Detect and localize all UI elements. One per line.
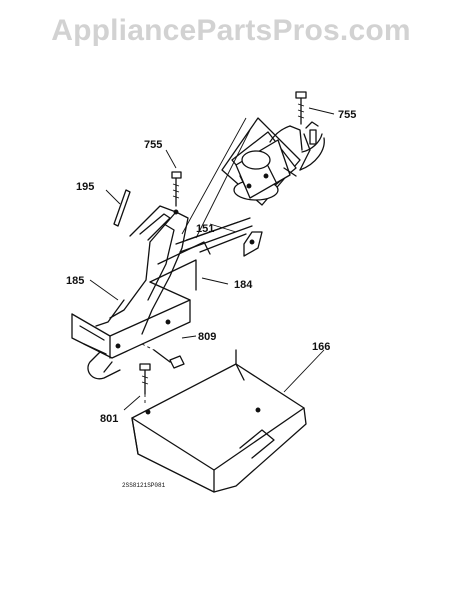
screw-755-left bbox=[171, 171, 182, 207]
callout-195: 195 bbox=[76, 181, 94, 193]
callout-809: 809 bbox=[198, 331, 216, 343]
leader-lines bbox=[89, 107, 335, 411]
callout-184: 184 bbox=[234, 279, 253, 291]
screw-801 bbox=[139, 363, 151, 404]
bracket-185 bbox=[71, 117, 253, 380]
callout-151: 151 bbox=[196, 223, 214, 235]
callout-801: 801 bbox=[100, 413, 118, 425]
callout-185: 185 bbox=[66, 275, 84, 287]
callout-755-upper: 755 bbox=[338, 109, 356, 121]
callout-labels: 755 755 195 151 185 184 809 166 801 2SS8… bbox=[66, 109, 356, 489]
callout-166: 166 bbox=[312, 341, 330, 353]
diagram-code: 2SS8121SP081 bbox=[122, 482, 166, 489]
pin-195 bbox=[113, 189, 131, 227]
motor-assembly bbox=[221, 117, 325, 257]
callout-755-left: 755 bbox=[144, 139, 162, 151]
screw-809 bbox=[141, 343, 185, 369]
cover-pan-166 bbox=[131, 349, 307, 493]
screw-755-upper bbox=[295, 91, 307, 125]
watermark-text: AppliancePartsPros.com bbox=[51, 14, 411, 47]
